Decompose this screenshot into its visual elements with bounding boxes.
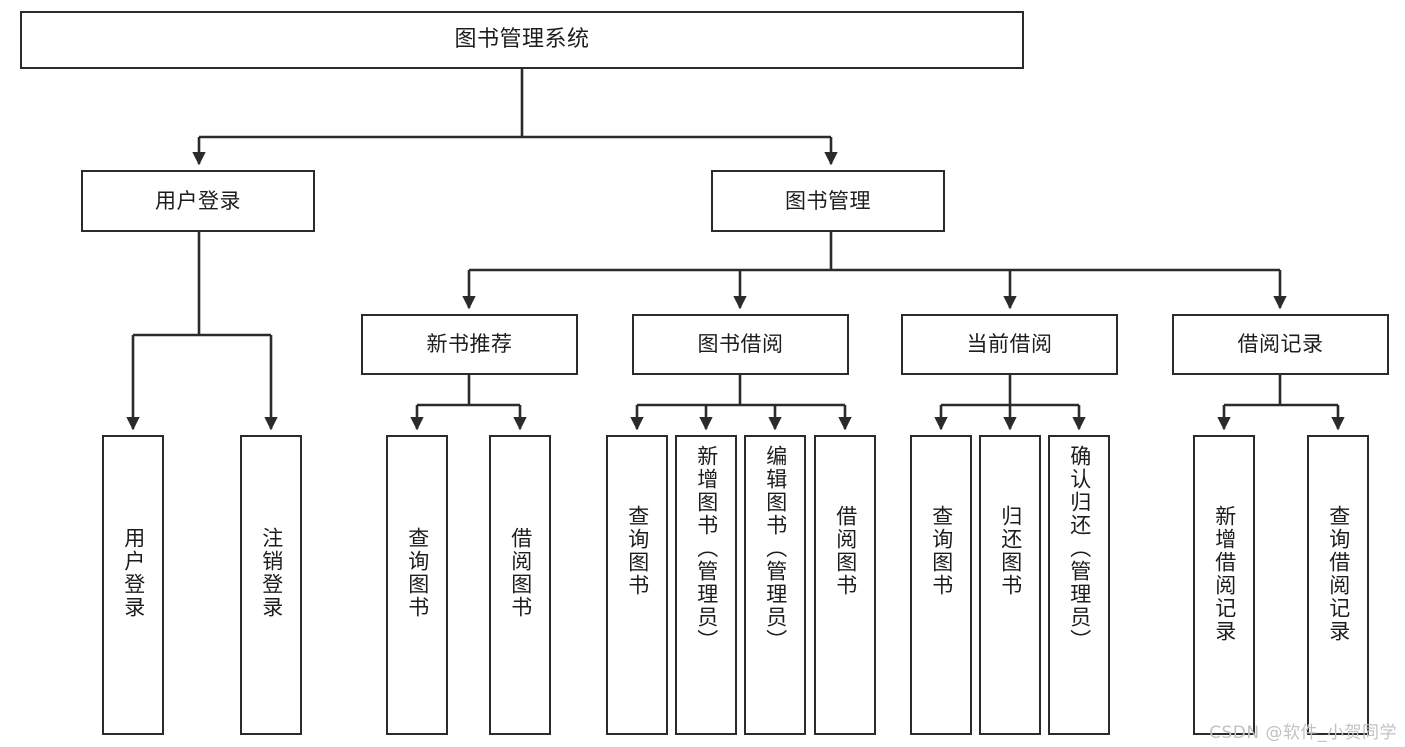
leaf-record-add[interactable]: 新增借阅记录 (1193, 435, 1255, 735)
leaf-borrow-query-book[interactable]: 查询图书 (606, 435, 668, 735)
leaf-borrow-add-book[interactable]: 新增图书（管理员） (675, 435, 737, 735)
leaf-borrow-borrow-book-label: 借阅图书 (833, 505, 858, 597)
leaf-current-query-book[interactable]: 查询图书 (910, 435, 972, 735)
leaf-new-book-query[interactable]: 查询图书 (386, 435, 448, 735)
leaf-new-book-borrow-label: 借阅图书 (508, 527, 533, 619)
leaf-borrow-add-book-label: 新增图书（管理员） (694, 445, 719, 652)
leaf-borrow-query-book-label: 查询图书 (625, 505, 650, 597)
node-new-book-recommend[interactable]: 新书推荐 (361, 314, 578, 375)
node-user-login[interactable]: 用户登录 (81, 170, 315, 232)
node-user-login-label: 用户登录 (155, 188, 241, 213)
node-book-borrow[interactable]: 图书借阅 (632, 314, 849, 375)
leaf-new-book-borrow[interactable]: 借阅图书 (489, 435, 551, 735)
leaf-borrow-edit-book[interactable]: 编辑图书（管理员） (744, 435, 806, 735)
node-borrow-record-label: 借阅记录 (1237, 332, 1324, 357)
leaf-record-query[interactable]: 查询借阅记录 (1307, 435, 1369, 735)
leaf-current-return-book-label: 归还图书 (998, 505, 1023, 597)
node-book-management-label: 图书管理 (785, 188, 871, 213)
node-current-borrow[interactable]: 当前借阅 (901, 314, 1118, 375)
leaf-current-query-book-label: 查询图书 (929, 505, 954, 597)
node-root[interactable]: 图书管理系统 (20, 11, 1024, 69)
leaf-user-login-login[interactable]: 用户登录 (102, 435, 164, 735)
node-current-borrow-label: 当前借阅 (966, 332, 1053, 357)
leaf-user-login-login-label: 用户登录 (121, 527, 146, 619)
leaf-borrow-edit-book-label: 编辑图书（管理员） (763, 445, 788, 652)
leaf-user-login-logout-label: 注销登录 (259, 527, 284, 619)
leaf-record-query-label: 查询借阅记录 (1326, 505, 1351, 643)
leaf-current-confirm-return-label: 确认归还（管理员） (1067, 445, 1092, 652)
leaf-new-book-query-label: 查询图书 (405, 527, 430, 619)
leaf-borrow-borrow-book[interactable]: 借阅图书 (814, 435, 876, 735)
node-new-book-recommend-label: 新书推荐 (426, 332, 513, 357)
leaf-current-return-book[interactable]: 归还图书 (979, 435, 1041, 735)
node-borrow-record[interactable]: 借阅记录 (1172, 314, 1389, 375)
leaf-record-add-label: 新增借阅记录 (1212, 505, 1237, 643)
leaf-current-confirm-return[interactable]: 确认归还（管理员） (1048, 435, 1110, 735)
watermark: CSDN @软件_小贺同学 (1209, 723, 1397, 743)
node-root-label: 图书管理系统 (454, 27, 590, 53)
node-book-management[interactable]: 图书管理 (711, 170, 945, 232)
leaf-user-login-logout[interactable]: 注销登录 (240, 435, 302, 735)
node-book-borrow-label: 图书借阅 (697, 332, 784, 357)
